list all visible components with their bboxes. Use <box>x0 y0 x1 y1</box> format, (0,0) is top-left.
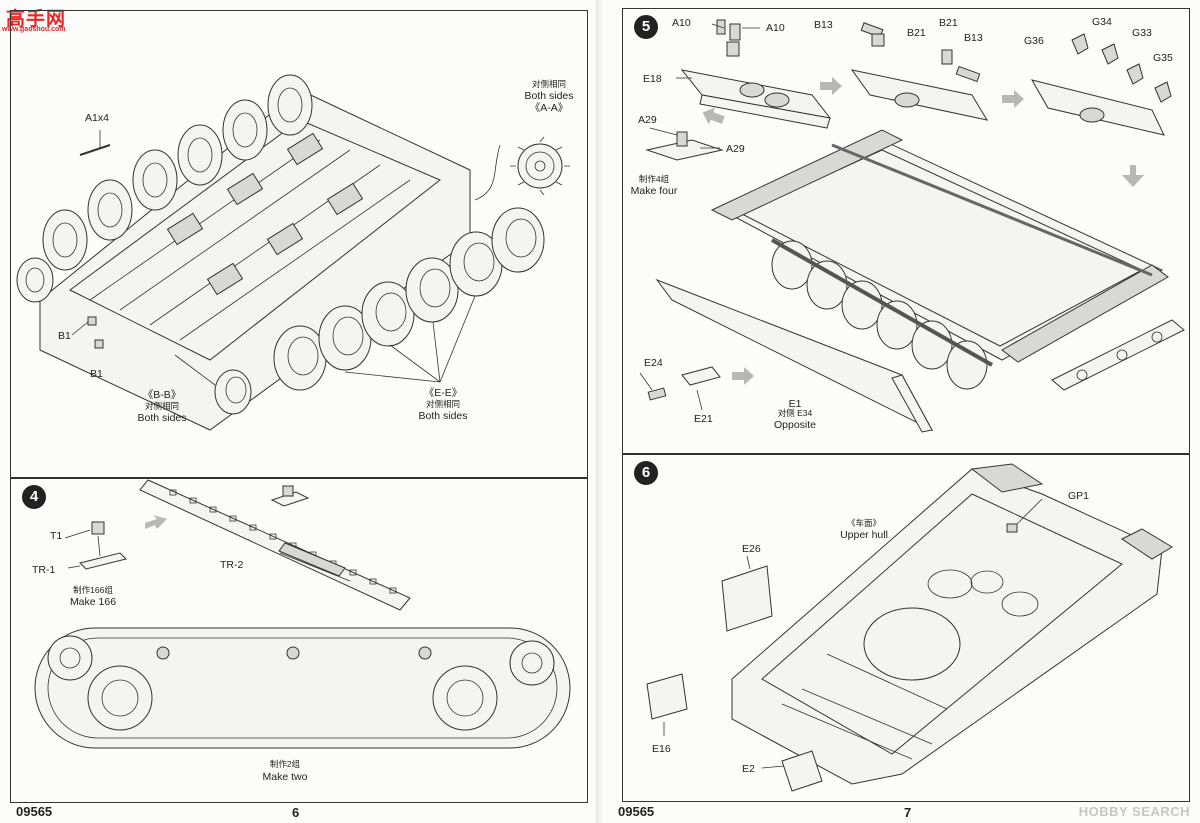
label-tr1: TR-1 <box>32 564 56 576</box>
page-gutter <box>596 0 604 823</box>
label-aa-tag: 《A-A》 <box>529 102 569 114</box>
label-e2: E2 <box>742 763 755 775</box>
label-e18: E18 <box>643 73 662 85</box>
label-e21: E21 <box>694 413 713 425</box>
label-e1: E1 <box>788 398 802 410</box>
label-b13-left: B13 <box>814 19 833 31</box>
step4-badge: 4 <box>22 485 46 509</box>
label-a29-left: A29 <box>638 114 657 126</box>
idler-bb-drawing <box>174 354 252 415</box>
step6-drawing <box>646 463 1173 792</box>
logo-subtext: www.gaoshou.com <box>2 26 66 33</box>
assembled-track-loop <box>34 627 571 749</box>
hobby-search-watermark: HOBBY SEARCH <box>1078 804 1190 819</box>
part-b1-lower <box>94 339 104 349</box>
label-e24: E24 <box>644 357 663 369</box>
label-bb-cn: 对侧相同 <box>144 401 180 411</box>
label-b1-bottom: B1 <box>90 368 103 380</box>
e2-plate-part <box>761 750 823 792</box>
left-instruction-page: 高手网 www.gaoshou.com <box>0 0 598 823</box>
upper-hull-drawing <box>731 463 1173 785</box>
label-t1: T1 <box>50 530 63 542</box>
part-b1-upper <box>87 316 97 326</box>
label-ee-tag: 《E-E》 <box>423 387 463 399</box>
label-gp1: GP1 <box>1068 490 1090 502</box>
left-footer-code: 09565 <box>16 804 53 819</box>
e24-e21-parts <box>639 366 721 411</box>
label-ee-en: Both sides <box>418 410 468 422</box>
label-b21-top: B21 <box>939 17 958 29</box>
label-a10-right: A10 <box>766 22 785 34</box>
step4-drawing <box>34 479 571 749</box>
label-makefour-cn: 制作4组 <box>638 174 670 184</box>
e18-bracket-assembly <box>676 19 832 129</box>
far-side-road-wheels <box>42 74 313 271</box>
step5-badge: 5 <box>634 15 658 39</box>
label-aa-en: Both sides <box>524 90 574 102</box>
hull-with-tracks <box>710 129 1169 390</box>
label-aa-cn: 对侧相同 <box>531 79 567 89</box>
label-bb-en: Both sides <box>137 412 187 424</box>
label-makefour-en: Make four <box>630 185 678 197</box>
right-page-number: 7 <box>904 805 912 820</box>
step5-drawing <box>639 19 1185 433</box>
track-sprue-strip <box>139 479 411 611</box>
track-link-t1-tr1 <box>64 521 127 570</box>
label-b1-top: B1 <box>58 330 71 342</box>
label-e26: E26 <box>742 543 761 555</box>
label-tr2: TR-2 <box>220 559 244 571</box>
lower-hull-drawing <box>39 89 471 431</box>
label-ee-cn: 对侧相同 <box>425 399 461 409</box>
side-skirt-e1 <box>655 278 934 433</box>
label-make166-en: Make 166 <box>69 596 117 608</box>
label-upper-hull-en: Upper hull <box>840 529 888 541</box>
site-logo: 高手网 www.gaoshou.com <box>2 4 74 33</box>
step6-frame <box>622 454 1190 802</box>
label-g33: G33 <box>1132 27 1152 39</box>
step5-flow-arrows <box>702 77 1144 385</box>
rear-hub-drawing <box>16 257 54 303</box>
label-opposite-en: Opposite <box>773 419 817 431</box>
b13-b21-assembly <box>850 22 989 121</box>
label-opposite-cn: 对侧 E34 <box>777 408 813 418</box>
step3-drawing <box>16 74 570 431</box>
label-a10-left: A10 <box>672 17 691 29</box>
gp1-part <box>1006 498 1043 533</box>
step6-badge: 6 <box>634 461 658 485</box>
label-maketwo-en: Make two <box>262 771 308 783</box>
right-footer-code: 09565 <box>618 804 655 819</box>
label-e16: E16 <box>652 743 671 755</box>
label-g34: G34 <box>1092 16 1112 28</box>
label-bb-tag: 《B-B》 <box>142 389 182 401</box>
label-a29-right: A29 <box>726 143 745 155</box>
label-g35: G35 <box>1153 52 1173 64</box>
label-b21-left: B21 <box>907 27 926 39</box>
part-a1-rod <box>79 144 111 156</box>
right-instruction-page: 5 <box>602 0 1200 823</box>
step3-frame <box>10 10 588 478</box>
label-make166-cn: 制作166组 <box>73 585 113 595</box>
g-parts-assembly <box>1030 33 1172 136</box>
sprocket-aa-drawing <box>474 136 570 201</box>
step4-frame <box>10 478 588 803</box>
a29-bracket-part <box>645 127 724 161</box>
assembly-arrow-step4 <box>145 515 167 529</box>
rear-suspension-piece <box>1051 319 1185 391</box>
label-maketwo-cn: 制作2组 <box>269 759 301 769</box>
label-b13-right: B13 <box>964 32 983 44</box>
label-upper-hull-cn: 《车面》 <box>846 518 882 528</box>
label-g36: G36 <box>1024 35 1044 47</box>
e26-plate-part <box>721 555 773 632</box>
logo-text: 高手网 <box>6 8 67 30</box>
step5-frame <box>622 8 1190 454</box>
e16-plate-part <box>646 673 688 736</box>
track-link-tr2-top <box>270 485 310 507</box>
near-side-road-wheels <box>273 207 545 391</box>
label-a1x4: A1x4 <box>85 112 109 124</box>
left-page-number: 6 <box>292 805 300 820</box>
